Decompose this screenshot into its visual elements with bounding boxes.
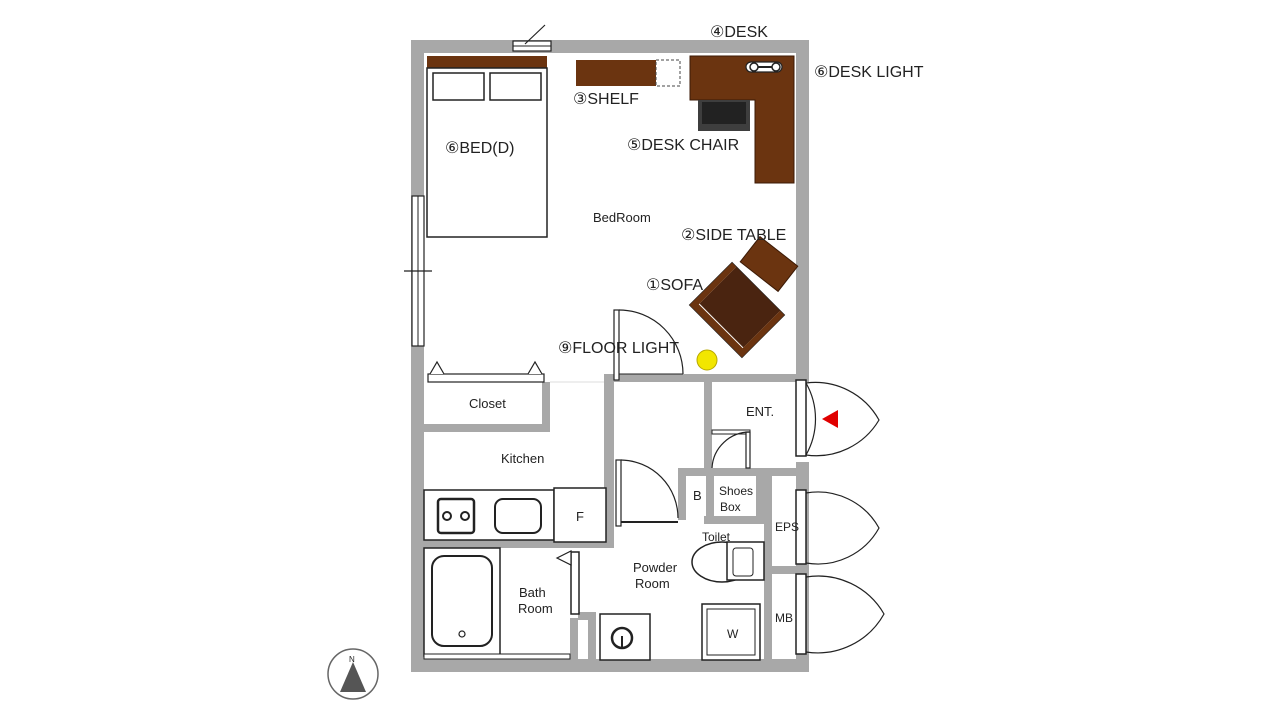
label-floor-light: ⑨FLOOR LIGHT	[558, 340, 679, 357]
powder-room-door[interactable]	[615, 459, 679, 527]
shelf	[576, 59, 681, 87]
sofa	[688, 261, 786, 359]
label-entrance: ENT.	[746, 404, 774, 419]
north-compass: N	[327, 648, 379, 700]
north-label: N	[349, 655, 355, 664]
label-bath-room-1: Bath	[519, 585, 546, 600]
label-bed: ⑥BED(D)	[445, 140, 514, 157]
label-shoes-box-1: Shoes	[719, 484, 753, 498]
label-closet: Closet	[469, 396, 506, 411]
label-side-table: ②SIDE TABLE	[681, 227, 786, 244]
label-desk-light: ⑥DESK LIGHT	[814, 64, 924, 81]
kitchen-counter	[423, 487, 607, 543]
bed	[426, 56, 548, 238]
label-desk-chair: ⑤DESK CHAIR	[627, 137, 739, 154]
label-kitchen: Kitchen	[501, 451, 544, 466]
entrance-door[interactable]	[795, 379, 880, 457]
label-sofa: ①SOFA	[646, 277, 703, 294]
label-shoes-box-2: Box	[720, 500, 741, 514]
top-window	[512, 24, 552, 52]
bathtub	[423, 547, 571, 660]
entrance-inner-door[interactable]	[711, 429, 751, 469]
label-b: B	[693, 488, 702, 503]
bedroom-door[interactable]	[613, 309, 684, 381]
closet-doors	[427, 360, 545, 383]
left-window	[404, 195, 432, 347]
floor-light	[696, 349, 718, 371]
desk-light	[745, 61, 783, 73]
label-mb: MB	[775, 611, 793, 625]
bath-door[interactable]	[555, 550, 580, 615]
label-fridge: F	[576, 509, 584, 524]
label-washer: W	[727, 627, 739, 641]
label-desk: ④DESK	[710, 24, 768, 41]
washbasin	[599, 613, 651, 661]
toilet	[691, 541, 765, 583]
label-powder-room-2: Room	[635, 576, 670, 591]
label-bedroom: BedRoom	[593, 210, 651, 225]
label-toilet: Toilet	[702, 530, 731, 544]
desk	[689, 55, 795, 184]
label-bath-room-2: Room	[518, 601, 553, 616]
entry-arrow-icon	[822, 410, 838, 428]
desk-chair	[698, 100, 750, 131]
label-eps: EPS	[775, 520, 799, 534]
label-shelf: ③SHELF	[573, 91, 639, 108]
mb-door[interactable]	[795, 573, 885, 655]
washer	[701, 603, 761, 661]
side-table	[739, 235, 799, 293]
label-powder-room-1: Powder	[633, 560, 678, 575]
eps-door[interactable]	[795, 489, 880, 565]
